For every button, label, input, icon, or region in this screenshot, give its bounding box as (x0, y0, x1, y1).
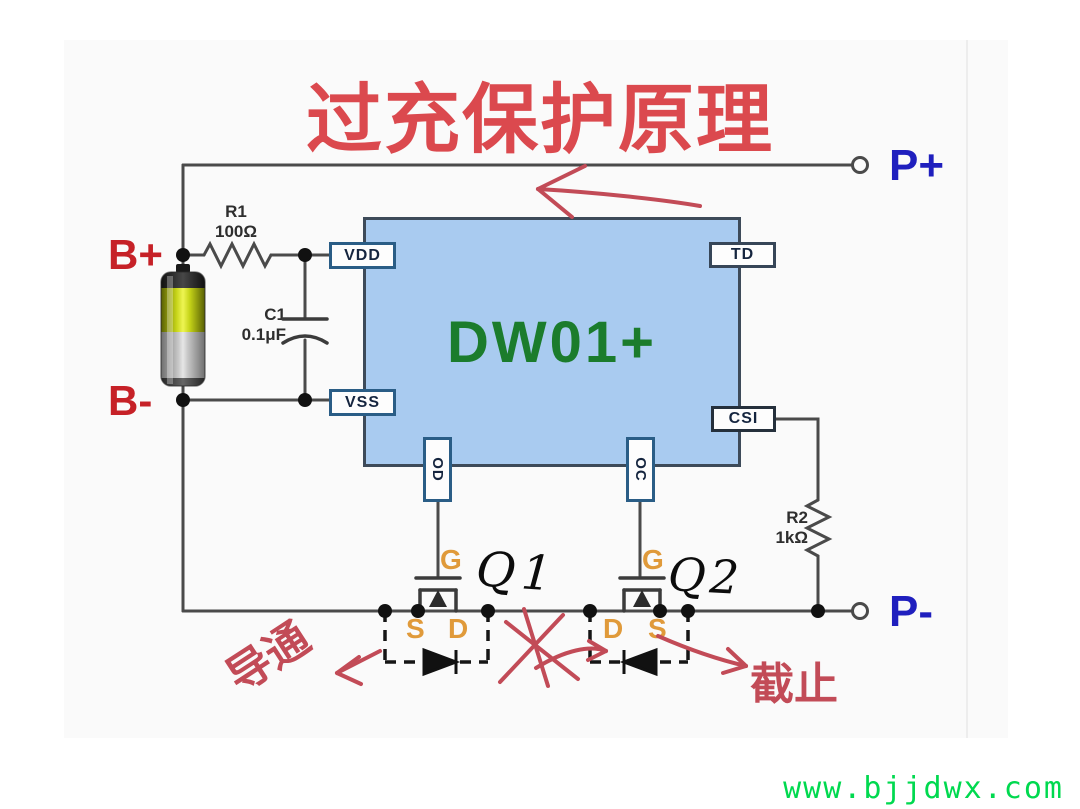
c1-value: 0.1μF (241, 324, 286, 344)
pin-vss: VSS (329, 389, 396, 416)
q2-source-label: S (648, 613, 667, 644)
r2-name: R2 (786, 508, 808, 527)
watermark-url: www.bjjdwx.com (783, 771, 1064, 806)
q2-handwritten-label: Q2 (666, 547, 745, 605)
chip-name-label: DW01+ (446, 309, 657, 375)
q1-handwritten-label: Q1 (474, 541, 560, 603)
pin-td: TD (709, 242, 776, 268)
q1-source-label: S (406, 613, 425, 644)
r2-value: 1kΩ (775, 527, 808, 547)
pin-td-label: TD (730, 246, 755, 263)
photo-edge-seam (966, 40, 968, 738)
c1-label: C1 0.1μF (210, 305, 286, 344)
q2-gate-label: G (642, 544, 664, 575)
pin-vss-label: VSS (344, 393, 380, 411)
pin-od-label: OD (429, 457, 446, 482)
dw01-chip-body: DW01+ (363, 217, 741, 467)
terminal-p-minus: P- (889, 587, 933, 636)
terminal-b-minus: B- (108, 377, 153, 424)
r1-label: R1 100Ω (196, 202, 276, 241)
pin-csi: CSI (711, 406, 776, 432)
q1-gate-label: G (440, 544, 462, 575)
pin-od: OD (423, 437, 452, 502)
pin-vdd-label: VDD (344, 246, 381, 264)
pin-vdd: VDD (329, 242, 396, 269)
annotation-cutoff: 截止 (750, 660, 838, 709)
r1-value: 100Ω (215, 221, 257, 241)
pin-csi-label: CSI (728, 410, 759, 427)
c1-name: C1 (264, 305, 286, 324)
pin-oc-label: OC (632, 457, 649, 482)
pin-oc: OC (626, 437, 655, 502)
terminal-p-plus: P+ (889, 141, 945, 190)
diagram-title: 过充保护原理 (306, 78, 774, 163)
q2-drain-label: D (603, 613, 624, 644)
q1-drain-label: D (448, 613, 469, 644)
r1-name: R1 (225, 202, 247, 221)
r2-label: R2 1kΩ (752, 508, 808, 547)
terminal-b-plus: B+ (108, 231, 163, 278)
